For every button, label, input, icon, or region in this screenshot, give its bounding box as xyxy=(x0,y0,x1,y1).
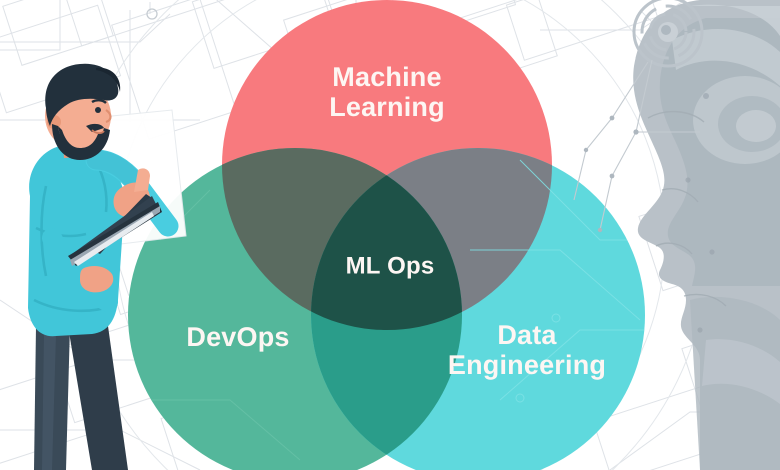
label-machine-learning[interactable]: Machine Learning xyxy=(329,61,445,122)
label-ml-ops[interactable]: ML Ops xyxy=(345,252,435,280)
laptop xyxy=(68,194,162,266)
eye xyxy=(95,107,101,113)
circuit-overlay-data-engineering xyxy=(470,159,645,403)
hair xyxy=(45,63,119,126)
leg-front xyxy=(68,326,128,470)
label-data-engineering[interactable]: Data Engineering xyxy=(447,319,607,380)
concentric-ring-sensor xyxy=(632,0,704,68)
ai-robot-head-illustration xyxy=(573,0,780,470)
overlap-center-mlops xyxy=(311,148,462,330)
man-with-laptop-illustration xyxy=(28,63,187,470)
label-devops[interactable]: DevOps xyxy=(186,321,290,352)
